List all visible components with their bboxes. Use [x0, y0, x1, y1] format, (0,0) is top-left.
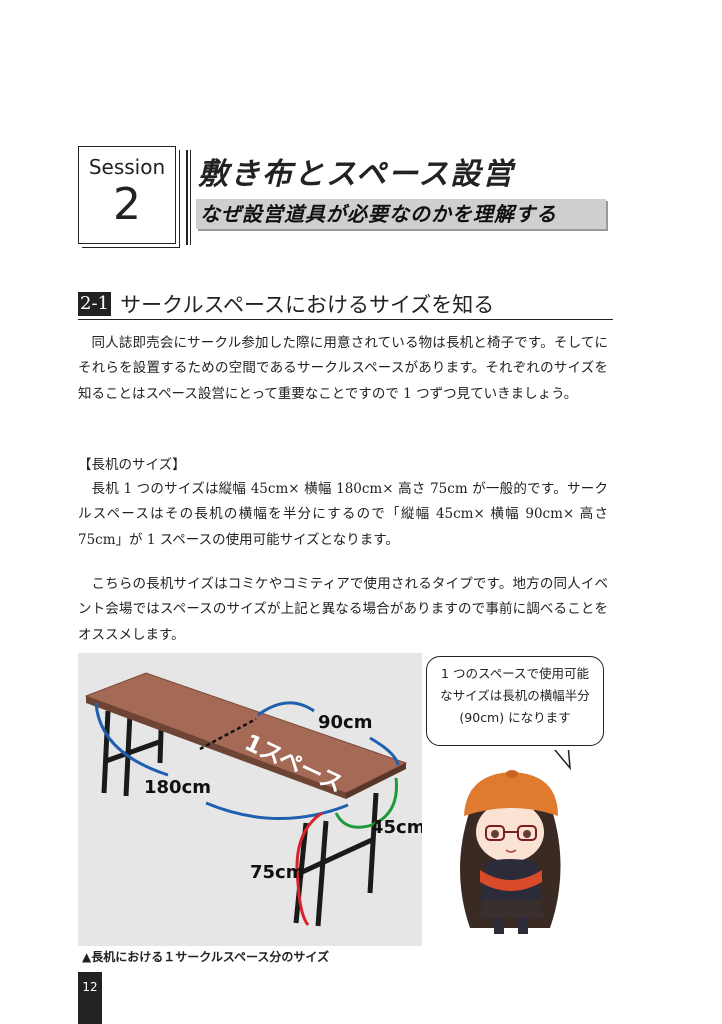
- table-diagram: 90cm 1スペース 180cm 45cm 75cm: [84, 672, 422, 927]
- arc-90-left: [257, 701, 315, 717]
- table-leg: [101, 710, 111, 794]
- chapter-subtitle: なぜ設営道具が必要なのかを理解する: [200, 202, 557, 226]
- section-heading: 2-1 サークルスペースにおけるサイズを知る: [78, 289, 613, 320]
- skirt: [478, 900, 544, 918]
- label-45: 45cm: [371, 817, 422, 838]
- leg: [494, 918, 504, 934]
- body-paragraph: こちらの長机サイズはコミケやコミティアで使用されるタイプです。地方の同人イベント…: [78, 576, 608, 643]
- divider: [190, 150, 191, 245]
- eye: [491, 830, 499, 838]
- table-edge: [86, 696, 346, 799]
- table-leg: [367, 792, 379, 894]
- chapter-title: 敷き布とスペース設営: [198, 157, 515, 192]
- speech-bubble: 1 つのスペースで使用可能なサイズは長机の横幅半分 (90cm) になります: [426, 656, 604, 746]
- bubble-tail: [554, 750, 571, 771]
- subheading: 【長机のサイズ】: [78, 457, 186, 473]
- section-number: 2-1: [78, 292, 111, 316]
- table-edge: [346, 763, 406, 799]
- outfit: [480, 859, 542, 900]
- session-box: Session 2: [78, 146, 176, 244]
- table-brace: [298, 836, 376, 876]
- session-number: 2: [113, 179, 141, 230]
- table-leg: [315, 820, 329, 927]
- chapter-subtitle-bar: なぜ設営道具が必要なのかを理解する: [196, 199, 606, 229]
- figure-caption: ▲長机における１サークルスペース分のサイズ: [82, 950, 330, 964]
- table-brace: [105, 738, 163, 764]
- section-title: サークルスペースにおけるサイズを知る: [120, 293, 495, 317]
- bubble-text: 1 つのスペースで使用可能なサイズは長机の横幅半分 (90cm) になります: [440, 666, 590, 725]
- leg: [518, 918, 528, 934]
- eye: [523, 830, 531, 838]
- half-line: [199, 717, 257, 751]
- table-top: [84, 672, 408, 794]
- label-75: 75cm: [250, 862, 304, 883]
- arc-75: [295, 811, 323, 926]
- label-90: 90cm: [318, 712, 372, 733]
- arc-180-bottom: [205, 801, 349, 820]
- character-illustration: [460, 750, 571, 934]
- divider: [186, 150, 188, 245]
- hat: [464, 772, 558, 816]
- arc-90-right: [369, 736, 400, 766]
- arc-45: [334, 777, 398, 829]
- page-number: 12: [78, 972, 102, 1024]
- session-label: Session: [88, 155, 166, 179]
- mouth: [505, 849, 517, 853]
- body-paragraph: 長机 1 つのサイズは縦幅 45cm× 横幅 180cm× 高さ 75cm が一…: [78, 481, 608, 548]
- label-180: 180cm: [144, 777, 211, 798]
- arc-180-left: [94, 702, 169, 777]
- scarf: [480, 870, 542, 891]
- body-paragraph: 同人誌即売会にサークル参加した際に用意されている物は長机と椅子です。そしてにそれ…: [78, 335, 608, 402]
- hat-button: [506, 770, 518, 778]
